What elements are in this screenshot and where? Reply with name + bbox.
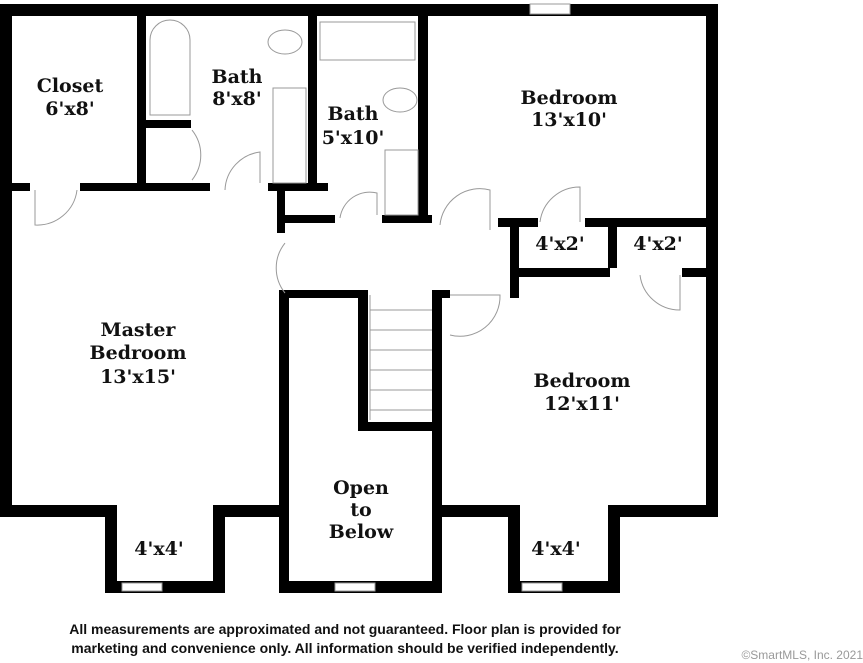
toilet-icon xyxy=(382,87,418,113)
closet-size: 6'x8' xyxy=(45,98,94,120)
door-swing-icon xyxy=(275,242,286,294)
closet-b-size: 4'x2' xyxy=(633,233,682,255)
door-swing-icon xyxy=(34,189,78,226)
open-line1: Open xyxy=(333,477,389,499)
door-swing-icon xyxy=(439,188,491,230)
toilet-icon xyxy=(267,29,303,55)
door-swing-icon xyxy=(191,129,202,181)
fixtures xyxy=(34,19,681,420)
disclaimer: All measurements are approximated and no… xyxy=(0,620,690,658)
open-line3: Below xyxy=(329,521,394,543)
bedroom2-size: 12'x11' xyxy=(544,393,620,415)
bath1-name: Bath xyxy=(212,66,263,88)
room-labels: Closet 6'x8' Bath 8'x8' Bath 5'x10' Bedr… xyxy=(37,66,683,560)
vanity-icon xyxy=(272,87,307,184)
door-swing-icon xyxy=(449,294,501,337)
disclaimer-line2: marketing and convenience only. All info… xyxy=(71,640,619,656)
copyright: ©SmartMLS, Inc. 2021 xyxy=(741,648,863,662)
master-name-2: Bedroom xyxy=(90,342,187,364)
open-line2: to xyxy=(350,499,371,521)
door-swing-icon xyxy=(539,186,581,223)
bath2-size: 5'x10' xyxy=(322,127,385,149)
closet-name: Closet xyxy=(37,75,104,97)
stairs-icon xyxy=(369,295,432,420)
bath2-name: Bath xyxy=(328,103,379,125)
bay-right-size: 4'x4' xyxy=(531,538,580,560)
bathtub-icon xyxy=(319,21,416,61)
vanity-icon xyxy=(384,149,419,216)
door-swing-icon xyxy=(339,191,378,219)
door-swing-icon xyxy=(224,151,261,191)
disclaimer-line1: All measurements are approximated and no… xyxy=(69,621,621,637)
bay-left-size: 4'x4' xyxy=(134,538,183,560)
bedroom1-size: 13'x10' xyxy=(531,109,607,131)
windows xyxy=(121,3,571,592)
bath1-size: 8'x8' xyxy=(212,88,261,110)
door-swing-icon xyxy=(639,274,681,311)
closet-a-size: 4'x2' xyxy=(535,233,584,255)
master-size: 13'x15' xyxy=(100,366,176,388)
bedroom1-name: Bedroom xyxy=(521,87,618,109)
bathtub-icon xyxy=(149,19,191,116)
walls xyxy=(0,4,718,593)
bedroom2-name: Bedroom xyxy=(534,370,631,392)
master-name-1: Master xyxy=(101,319,177,341)
